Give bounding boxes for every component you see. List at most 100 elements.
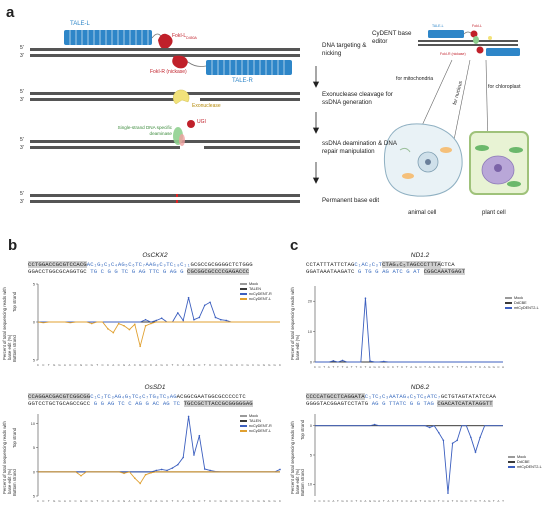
x-tick-label: G bbox=[123, 499, 126, 503]
c2-seq-bot-start: GGGGTACGGAGTCCTATG bbox=[306, 400, 369, 407]
c2-seq-bot: GGGGTACGGAGTCCTATG AG G TTATC G G TAG CG… bbox=[306, 400, 493, 407]
c2-legend: Mock DdCBE mtCyDENT2-L bbox=[508, 455, 542, 470]
panel-letter-b: b bbox=[8, 237, 18, 254]
data-point bbox=[220, 318, 222, 321]
fokl-l-sub: D450A bbox=[186, 36, 197, 40]
x-tick-label: T bbox=[204, 499, 206, 503]
series-line-mtcydent2-l bbox=[315, 298, 503, 363]
x-tick-label: G bbox=[488, 499, 491, 503]
data-point bbox=[182, 456, 184, 459]
b2-ylabel: Percent of total sequencing reads with b… bbox=[2, 421, 12, 494]
x-tick-label: G bbox=[58, 499, 61, 503]
x-tick-label: A bbox=[112, 499, 114, 503]
x-tick-label: T bbox=[96, 363, 98, 367]
c1-ylabel: Percent of total sequencing reads with b… bbox=[290, 287, 300, 360]
x-tick-label: G bbox=[415, 365, 418, 369]
exonuclease-shape bbox=[172, 89, 190, 105]
x-tick-label: C bbox=[419, 365, 422, 369]
x-tick-label: G bbox=[247, 499, 250, 503]
plant-cell-illustration bbox=[469, 131, 529, 195]
legend-label: Mock bbox=[249, 414, 259, 418]
x-tick-label: C bbox=[328, 499, 331, 503]
data-point bbox=[139, 345, 141, 348]
legend-item: DdCBE bbox=[508, 460, 542, 465]
dna-row-3 bbox=[30, 140, 300, 149]
b2-top-strand: Top strand bbox=[12, 427, 17, 448]
x-tick-label: G bbox=[257, 499, 260, 503]
x-tick-label: A bbox=[364, 499, 366, 503]
b2-bottom-strand: Bottom strand bbox=[12, 469, 17, 496]
y-tick-label: 5 bbox=[33, 282, 35, 286]
x-tick-label: G bbox=[193, 499, 196, 503]
y-tick-label: 5 bbox=[310, 453, 312, 457]
tale-r-label: TALE-R bbox=[232, 78, 253, 84]
step-3-text: ssDNA deamination & DNA repair manipulat… bbox=[322, 140, 397, 155]
x-tick-label: T bbox=[96, 499, 98, 503]
b1-seq-bot: GGACCTGGCGCAGGTGC TG C G G TC G AG TTC G… bbox=[28, 268, 250, 275]
legend-label: mtCyDENT2-L bbox=[517, 465, 542, 469]
three-prime-2: 3' bbox=[20, 97, 24, 103]
x-tick-label: G bbox=[91, 363, 94, 367]
data-point bbox=[112, 331, 115, 334]
x-tick-label: G bbox=[263, 363, 266, 367]
legend-label: ncCyDENT-L bbox=[249, 297, 272, 301]
x-tick-label: C bbox=[465, 499, 468, 503]
data-point bbox=[214, 316, 217, 319]
x-tick-label: C bbox=[470, 365, 473, 369]
step-4-text: Permanent base edit bbox=[322, 197, 380, 204]
x-tick-label: C bbox=[75, 363, 78, 367]
b2-seq-top-mid: C₁C₂TC₃AG₄G₅TC₆C₇TG₈TC₉AG bbox=[90, 393, 177, 400]
x-tick-label: G bbox=[220, 363, 223, 367]
x-tick-label: C bbox=[214, 363, 217, 367]
c2-gene-title: ND6.2 bbox=[410, 384, 430, 391]
x-tick-label: C bbox=[433, 499, 436, 503]
data-point bbox=[187, 415, 190, 418]
x-tick-label: C bbox=[401, 365, 404, 369]
x-tick-label: A bbox=[64, 499, 66, 503]
cydent-title: CyDENT base editor bbox=[372, 30, 412, 45]
x-tick-label: G bbox=[373, 365, 376, 369]
legend-label: ncCyDENT-R bbox=[249, 424, 272, 428]
x-tick-label: A bbox=[429, 365, 431, 369]
x-tick-label: T bbox=[470, 499, 472, 503]
b1-gene-title: OsCKX2 bbox=[142, 252, 168, 259]
y-tick-label: 5 bbox=[33, 358, 35, 362]
x-tick-label: G bbox=[80, 363, 83, 367]
x-tick-label: C bbox=[166, 363, 169, 367]
y-tick-label: 5 bbox=[33, 446, 35, 450]
data-point bbox=[177, 463, 179, 466]
for-chloroplast-label: for chloroplast bbox=[488, 84, 521, 90]
data-point bbox=[474, 451, 477, 453]
data-point bbox=[198, 316, 201, 319]
data-point bbox=[117, 322, 120, 325]
data-point bbox=[451, 442, 454, 445]
b1-seq-top: CCTGGACCGCGTCCACGAC₁G₂C₃C₄AG₅C₆TC₇AAG₈C₉… bbox=[28, 261, 253, 268]
x-tick-label: T bbox=[48, 363, 50, 367]
x-tick-label: C bbox=[144, 499, 147, 503]
cydent-fokl-label: FokI-L bbox=[472, 24, 482, 28]
x-tick-label: G bbox=[220, 499, 223, 503]
data-point bbox=[144, 318, 147, 321]
y-tick-label: 10 bbox=[308, 483, 312, 487]
b2-gene-title: OsSD1 bbox=[144, 384, 166, 391]
x-tick-label: A bbox=[182, 499, 184, 503]
x-tick-label: T bbox=[351, 365, 353, 369]
legend-label: Mock bbox=[514, 296, 524, 300]
legend-label: DdCBE bbox=[514, 301, 527, 305]
b2-seq-bot-mid: G G AG TC C AG G AC AG TC bbox=[93, 400, 181, 407]
for-mitochondria-label: for mitochondria bbox=[396, 76, 434, 82]
x-tick-label: G bbox=[161, 499, 164, 503]
x-tick-label: T bbox=[337, 365, 339, 369]
b2-seq-bot-start: GGTCCTGCTGCAGCCGCC bbox=[28, 400, 91, 407]
exonuclease-label: Exonuclease bbox=[192, 103, 221, 109]
x-tick-label: G bbox=[230, 499, 233, 503]
data-point bbox=[171, 467, 174, 469]
series-line-nccydent-l bbox=[38, 471, 280, 485]
x-tick-label: G bbox=[139, 363, 142, 367]
x-tick-label: C bbox=[360, 365, 363, 369]
x-tick-label: A bbox=[64, 363, 66, 367]
legend-item: Mock bbox=[508, 455, 542, 460]
